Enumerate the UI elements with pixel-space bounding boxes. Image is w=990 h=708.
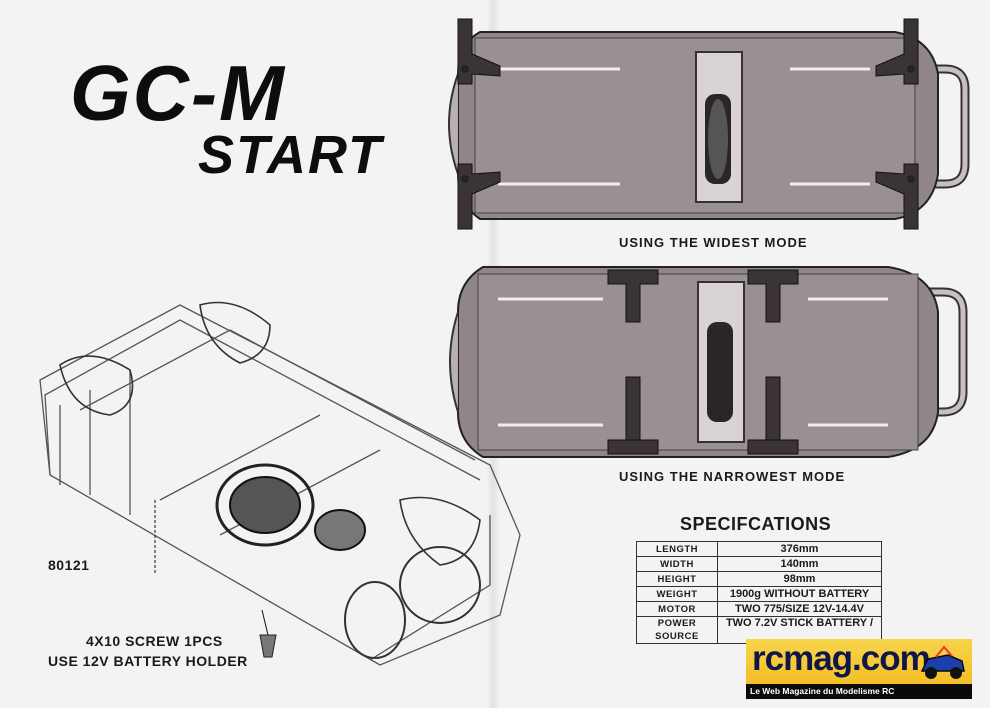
spec-label: POWER SOURCE [636,616,718,644]
watermark-name: rcmag.com [752,639,931,678]
part-number-label: 80121 [48,557,90,573]
page-subtitle: START [198,125,383,185]
screw-label: 4X10 SCREW 1PCS [86,633,223,649]
caption-narrowest-mode: USING THE NARROWEST MODE [619,469,846,484]
chassis-narrowest-diagram [449,266,968,458]
chassis-widest-diagram [448,18,970,230]
specifications-heading: SPECIFCATIONS [680,514,832,534]
spec-label: HEIGHT [636,571,718,587]
page-title: GC-M [70,49,286,137]
spec-label: WIDTH [636,556,718,572]
rcmag-watermark: rcmag.com Le Web Magazine du Modelisme R… [746,639,972,699]
spec-value: 140mm [717,556,882,572]
spec-value: TWO 775/SIZE 12V-14.4V [717,601,882,617]
spec-value: 1900g WITHOUT BATTERY [717,586,882,602]
watermark-tagline: Le Web Magazine du Modelisme RC [746,684,972,699]
spec-label: LENGTH [636,541,718,557]
spec-label: MOTOR [636,601,718,617]
battery-holder-label: USE 12V BATTERY HOLDER [48,653,248,669]
spec-label: WEIGHT [636,586,718,602]
caption-widest-mode: USING THE WIDEST MODE [619,235,808,250]
spec-value: 376mm [717,541,882,557]
rc-car-logo-icon [920,645,965,679]
spec-value: 98mm [717,571,882,587]
chassis-isometric-diagram [39,301,521,666]
